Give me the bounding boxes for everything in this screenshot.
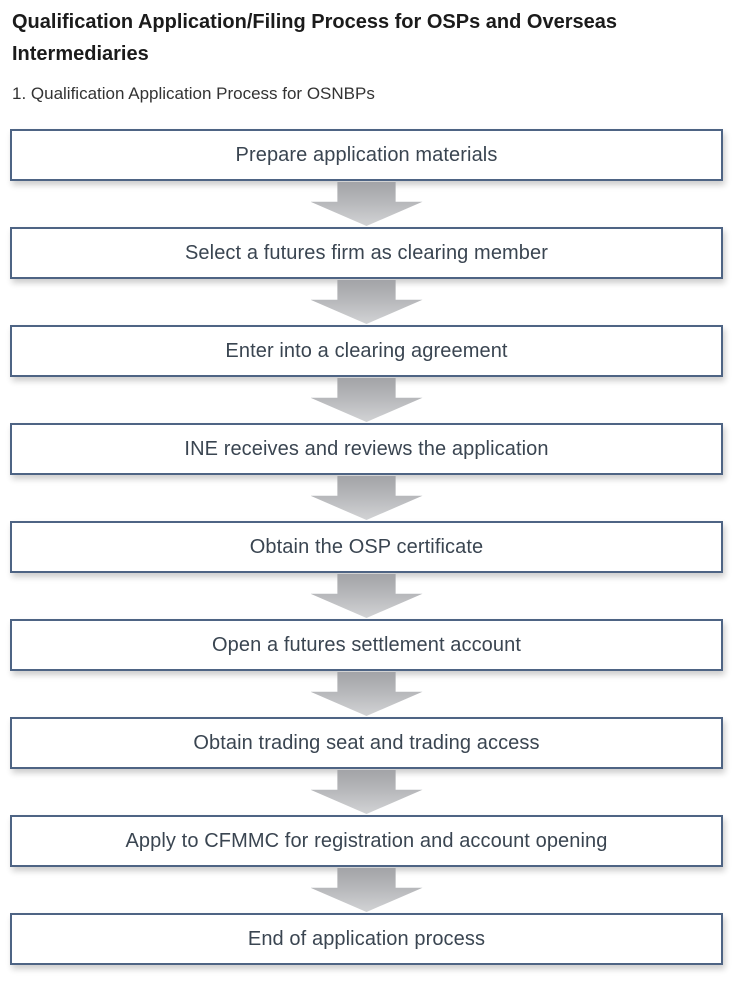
flow-step-label: Prepare application materials [235, 143, 498, 166]
flow-step: Obtain trading seat and trading access [10, 717, 723, 769]
page-title: Qualification Application/Filing Process… [12, 11, 617, 65]
down-arrow-icon [310, 378, 423, 422]
down-arrow-icon [310, 280, 423, 324]
flow-step: Select a futures firm as clearing member [10, 227, 723, 279]
down-arrow-icon [310, 672, 423, 716]
flow-step: Obtain the OSP certificate [10, 521, 723, 573]
flow-step-label: Open a futures settlement account [211, 633, 522, 656]
down-arrow-icon [310, 574, 423, 618]
section-heading: 1. Qualification Application Process for… [12, 84, 375, 103]
flow-step: INE receives and reviews the application [10, 423, 723, 475]
flow-step-label: Apply to CFMMC for registration and acco… [125, 829, 608, 852]
down-arrow-icon [310, 476, 423, 520]
flowchart: Prepare application materials Select a f… [10, 129, 723, 965]
down-arrow-icon [310, 770, 423, 814]
flow-step: Open a futures settlement account [10, 619, 723, 671]
flow-step: Prepare application materials [10, 129, 723, 181]
flow-step-label: Enter into a clearing agreement [225, 339, 508, 362]
flow-step: End of application process [10, 913, 723, 965]
flow-step-label: End of application process [247, 927, 486, 950]
down-arrow-icon [310, 868, 423, 912]
flow-step-label: Obtain trading seat and trading access [193, 731, 540, 754]
flow-step-label: Select a futures firm as clearing member [184, 241, 549, 264]
flow-step: Enter into a clearing agreement [10, 325, 723, 377]
flow-step-label: INE receives and reviews the application [184, 437, 549, 460]
flow-step: Apply to CFMMC for registration and acco… [10, 815, 723, 867]
down-arrow-icon [310, 182, 423, 226]
flow-step-label: Obtain the OSP certificate [249, 535, 484, 558]
